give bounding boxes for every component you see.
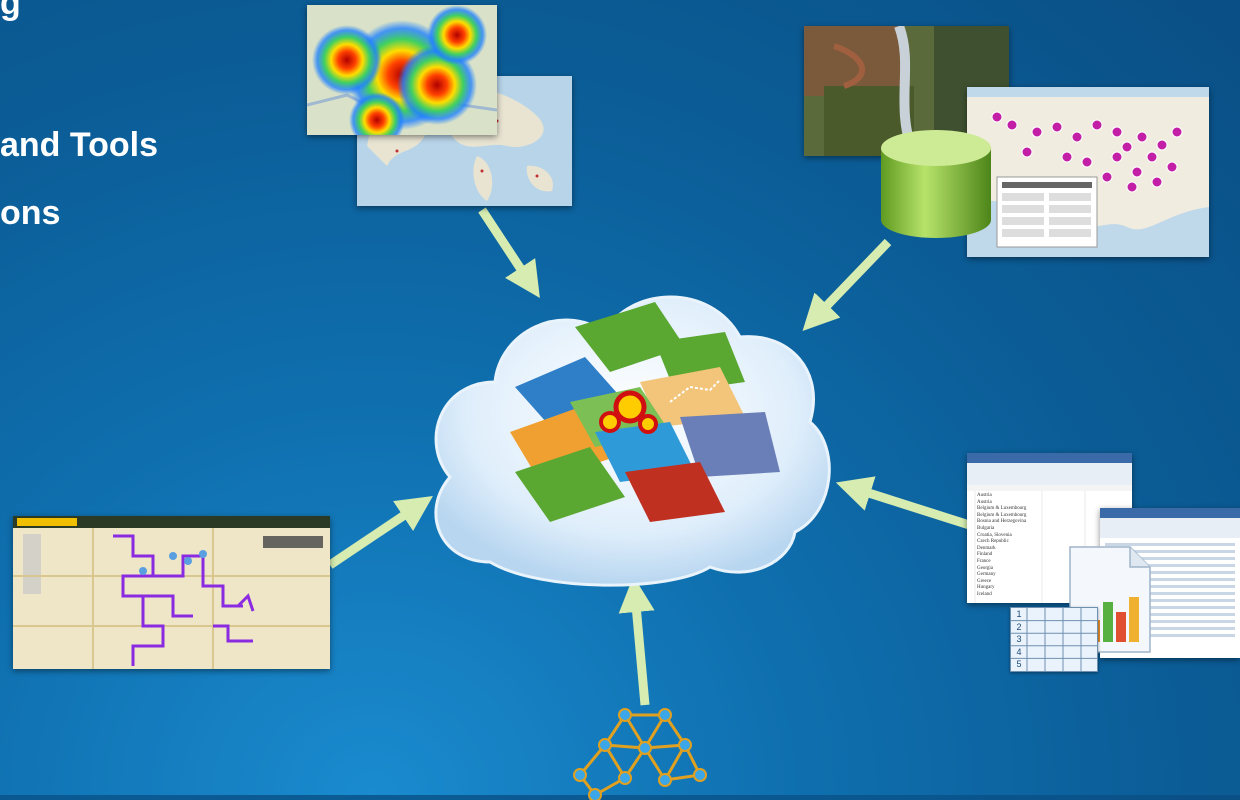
- spreadsheet-row: Finland: [977, 552, 993, 558]
- arrow-from-spreadsheet: [835, 476, 987, 535]
- layer-stack: [510, 302, 780, 522]
- network-icon: [573, 708, 707, 800]
- arrow-from-webmap: [327, 495, 433, 569]
- spreadsheet-row: France: [977, 558, 991, 564]
- spreadsheet-row: Georgia: [977, 565, 994, 571]
- web-map-app-thumbnail: [13, 516, 330, 669]
- bullet-text-tools: and Tools: [0, 126, 159, 164]
- spreadsheet-row: Belgium & Luxembourg: [977, 512, 1027, 518]
- arrow-from-database: [802, 238, 892, 331]
- spreadsheet-row: Bosnia and Herzegovina: [977, 519, 1027, 525]
- table-row-number: 3: [1016, 634, 1022, 645]
- table-row-number: 1: [1016, 609, 1022, 619]
- points-map-thumbnail: [967, 87, 1209, 257]
- table-row-number: 4: [1016, 646, 1022, 657]
- spreadsheet-row: Czech Republic: [977, 539, 1009, 545]
- spreadsheet-row: Germany: [977, 572, 996, 578]
- spreadsheet-row: Hungary: [977, 585, 995, 591]
- bullet-text-options: ons: [0, 194, 61, 232]
- bullet-text-top: g: [0, 0, 21, 22]
- spreadsheet-row: Austria: [977, 499, 992, 505]
- arrow-from-maps: [478, 207, 540, 299]
- table-row-number: 2: [1016, 621, 1022, 632]
- heatmap-thumbnail: [307, 5, 497, 135]
- table-row-number: 5: [1016, 659, 1022, 670]
- spreadsheet-row: Croatia, Slovenia: [977, 532, 1012, 538]
- spreadsheet-row: Belgium & Luxembourg: [977, 506, 1027, 512]
- spreadsheet-row: Bulgaria: [977, 525, 995, 531]
- spreadsheet-row: Iceland: [977, 591, 992, 597]
- cloud-icon: [434, 295, 831, 587]
- spreadsheet-row: Austria: [977, 493, 992, 498]
- database-icon: [881, 130, 991, 238]
- spreadsheet-row: Greece: [977, 578, 992, 584]
- arrow-from-network: [618, 576, 655, 706]
- spreadsheet-row: Denmark: [977, 545, 996, 551]
